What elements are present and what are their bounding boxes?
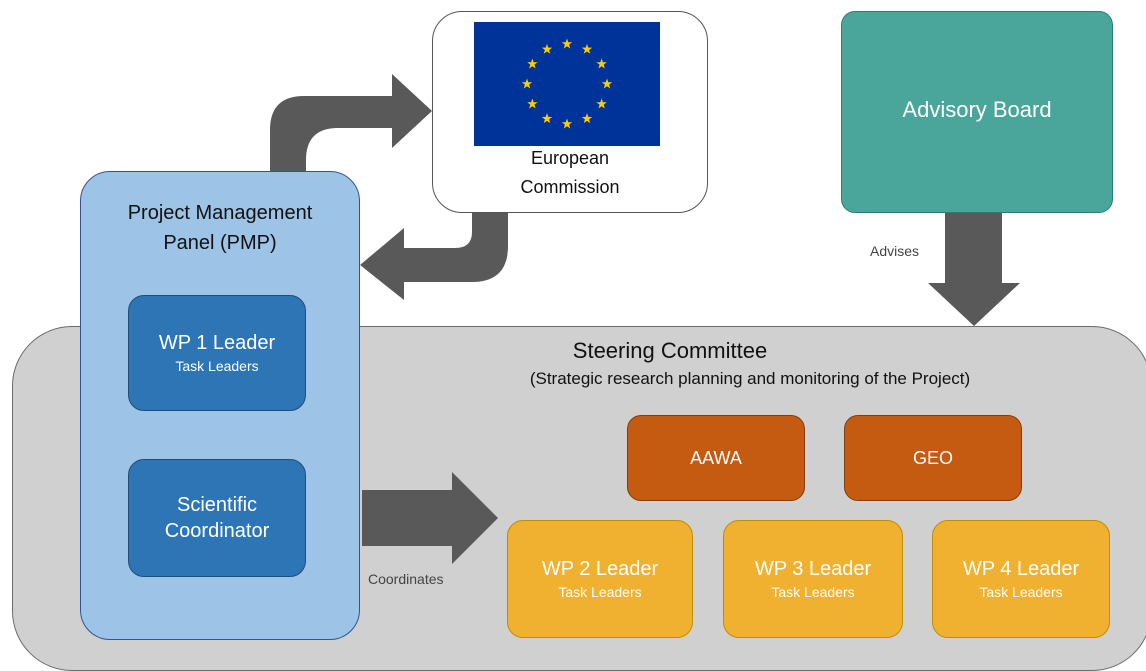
wp2-leader-title: WP 2 Leader [541,558,659,580]
coordinates-label: Coordinates [368,571,444,587]
eu-star-icon [527,98,538,109]
wp4-leader-box: WP 4 Leader Task Leaders [932,520,1110,638]
advisory-board-title: Advisory Board [902,97,1052,122]
eu-star-icon [527,58,538,69]
european-commission-line1: European [530,148,610,168]
steering-committee-title: Steering Committee [572,338,768,363]
pmp-title-line1: Project Management [127,202,313,224]
aawa-label: AAWA [690,447,742,468]
eu-star-icon [561,118,573,129]
eu-star-icon [541,113,553,124]
wp1-task-leaders: Task Leaders [175,358,259,374]
eu-flag-icon [474,22,660,146]
eu-star-icon [521,78,533,89]
advises-arrow [928,213,1020,326]
wp1-leader-box: WP 1 Leader Task Leaders [128,295,306,411]
wp2-task-leaders: Task Leaders [558,584,642,600]
advisory-board-box: Advisory Board [841,11,1113,213]
wp4-task-leaders: Task Leaders [979,584,1063,600]
advises-label: Advises [870,243,920,259]
eu-star-icon [601,78,613,89]
european-commission-label: European Commission [520,144,619,202]
eu-star-icon [596,98,607,109]
wp3-task-leaders: Task Leaders [771,584,855,600]
coordinates-arrow [362,472,498,564]
european-commission-line2: Commission [520,177,620,197]
eu-star-icon [561,38,573,49]
eu-star-icon [581,113,593,124]
wp2-leader-box: WP 2 Leader Task Leaders [507,520,693,638]
scientific-coordinator-line1: Scientific [176,494,258,516]
scientific-coordinator-line2: Coordinator [164,520,270,542]
eu-star-icon [596,58,607,69]
scientific-coordinator-box: Scientific Coordinator [128,459,306,577]
wp3-leader-box: WP 3 Leader Task Leaders [723,520,903,638]
pmp-title-line2: Panel (PMP) [163,232,277,254]
geo-label: GEO [912,447,953,468]
pmp-title: Project Management Panel (PMP) [82,198,358,258]
eu-star-icon [541,43,553,54]
eu-star-icon [581,43,593,54]
aawa-box: AAWA [627,415,805,501]
ec-to-pmp-arrow [360,213,508,300]
wp3-leader-title: WP 3 Leader [754,558,872,580]
wp4-leader-title: WP 4 Leader [962,558,1080,580]
wp1-leader-title: WP 1 Leader [158,332,276,354]
steering-committee-subtitle: (Strategic research planning and monitor… [529,369,971,388]
geo-box: GEO [844,415,1022,501]
pmp-to-ec-arrow [270,74,432,173]
